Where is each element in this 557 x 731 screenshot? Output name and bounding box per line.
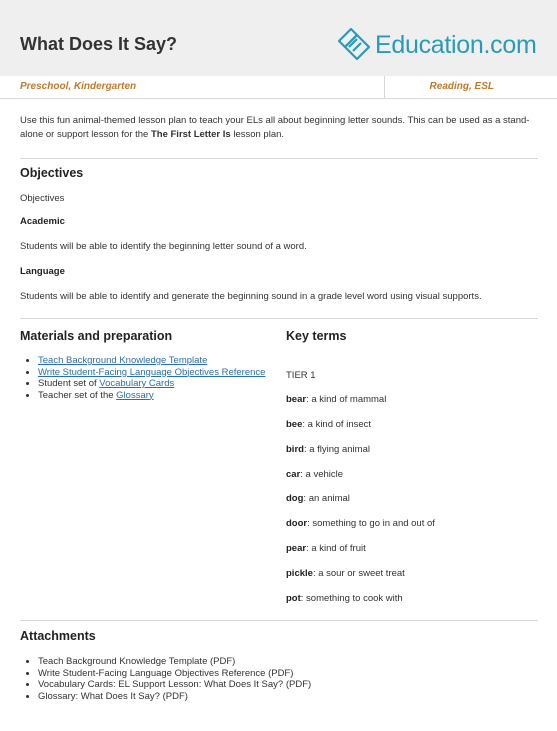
key-term: bee: a kind of insect xyxy=(286,419,371,430)
key-term: dog: an animal xyxy=(286,493,350,504)
glossary-link[interactable]: Glossary xyxy=(116,389,154,401)
key-term: pot: something to cook with xyxy=(286,593,403,604)
term-word: bear xyxy=(286,394,307,405)
objectives-heading: Objectives xyxy=(20,166,84,180)
key-term: pear: a kind of fruit xyxy=(286,543,366,554)
section-divider xyxy=(20,318,538,319)
list-item[interactable]: Glossary: What Does It Say? (PDF) xyxy=(38,691,538,703)
language-objective: Students will be able to identify and ge… xyxy=(20,291,482,302)
grades-subjects-row: Preschool, Kindergarten Reading, ESL xyxy=(0,76,557,99)
section-divider xyxy=(20,158,538,159)
term-word: car xyxy=(286,469,301,480)
term-word: door xyxy=(286,518,308,529)
list-item: Write Student-Facing Language Objectives… xyxy=(38,367,278,379)
term-definition: : a sour or sweet treat xyxy=(312,568,405,579)
term-definition: : a vehicle xyxy=(300,469,344,480)
row-divider xyxy=(384,76,385,98)
materials-list: Teach Background Knowledge Template Writ… xyxy=(20,355,278,401)
materials-heading: Materials and preparation xyxy=(20,329,173,343)
academic-objective: Students will be able to identify the be… xyxy=(20,241,307,252)
language-heading: Language xyxy=(20,266,65,277)
intro-paragraph: Use this fun animal-themed lesson plan t… xyxy=(20,114,540,142)
logo-text: Education.com xyxy=(375,31,537,59)
term-word: dog xyxy=(286,493,304,504)
intro-bold-lesson-title: The First Letter Is xyxy=(150,129,231,140)
tier-label: TIER 1 xyxy=(286,370,316,381)
list-item: Student set of Vocabulary Cards xyxy=(38,378,278,390)
term-word: bird xyxy=(286,444,304,455)
term-definition: : something to go in and out of xyxy=(307,518,435,529)
subjects: Reading, ESL xyxy=(429,81,494,92)
term-word: pot xyxy=(286,593,301,604)
page-title: What Does It Say? xyxy=(20,34,178,54)
list-item[interactable]: Vocabulary Cards: EL Support Lesson: Wha… xyxy=(38,679,538,691)
attachments-heading: Attachments xyxy=(20,629,96,643)
logo-diamond-icon xyxy=(337,27,371,61)
key-term: bird: a flying animal xyxy=(286,444,370,455)
vocabulary-cards-link[interactable]: Vocabulary Cards xyxy=(99,378,175,389)
key-term: bear: a kind of mammal xyxy=(286,394,386,405)
term-word: pickle xyxy=(286,568,313,579)
section-divider xyxy=(20,620,538,621)
objectives-subheading: Objectives xyxy=(20,193,65,204)
education-com-logo[interactable]: Education.com xyxy=(335,25,537,65)
list-item: Teacher set of the Glossary xyxy=(38,390,278,402)
term-definition: : an animal xyxy=(303,493,350,504)
list-item[interactable]: Teach Background Knowledge Template (PDF… xyxy=(38,656,538,668)
attachments-list: Teach Background Knowledge Template (PDF… xyxy=(20,656,538,702)
intro-text-before: Use this fun animal-themed lesson plan t… xyxy=(20,115,530,140)
term-definition: : a kind of insect xyxy=(302,419,372,430)
materials-item-prefix: Teacher set of the xyxy=(38,389,117,401)
term-word: bee xyxy=(286,419,303,430)
term-definition: : a kind of fruit xyxy=(306,543,366,554)
key-terms-heading: Key terms xyxy=(286,329,347,343)
header-bar xyxy=(0,0,557,76)
term-definition: : something to cook with xyxy=(300,593,403,604)
term-definition: : a kind of mammal xyxy=(306,394,387,405)
key-term: car: a vehicle xyxy=(286,469,343,480)
teach-background-template-link[interactable]: Teach Background Knowledge Template xyxy=(38,355,208,366)
academic-heading: Academic xyxy=(20,216,65,227)
materials-item-prefix: Student set of xyxy=(38,378,100,389)
term-definition: : a flying animal xyxy=(303,444,370,455)
list-item[interactable]: Write Student-Facing Language Objectives… xyxy=(38,668,538,680)
intro-text-after: lesson plan. xyxy=(230,129,285,140)
key-term: door: something to go in and out of xyxy=(286,518,435,529)
key-term: pickle: a sour or sweet treat xyxy=(286,568,405,579)
list-item: Teach Background Knowledge Template xyxy=(38,355,278,367)
term-word: pear xyxy=(286,543,307,554)
language-objectives-reference-link[interactable]: Write Student-Facing Language Objectives… xyxy=(38,366,266,378)
grade-levels: Preschool, Kindergarten xyxy=(20,81,137,92)
